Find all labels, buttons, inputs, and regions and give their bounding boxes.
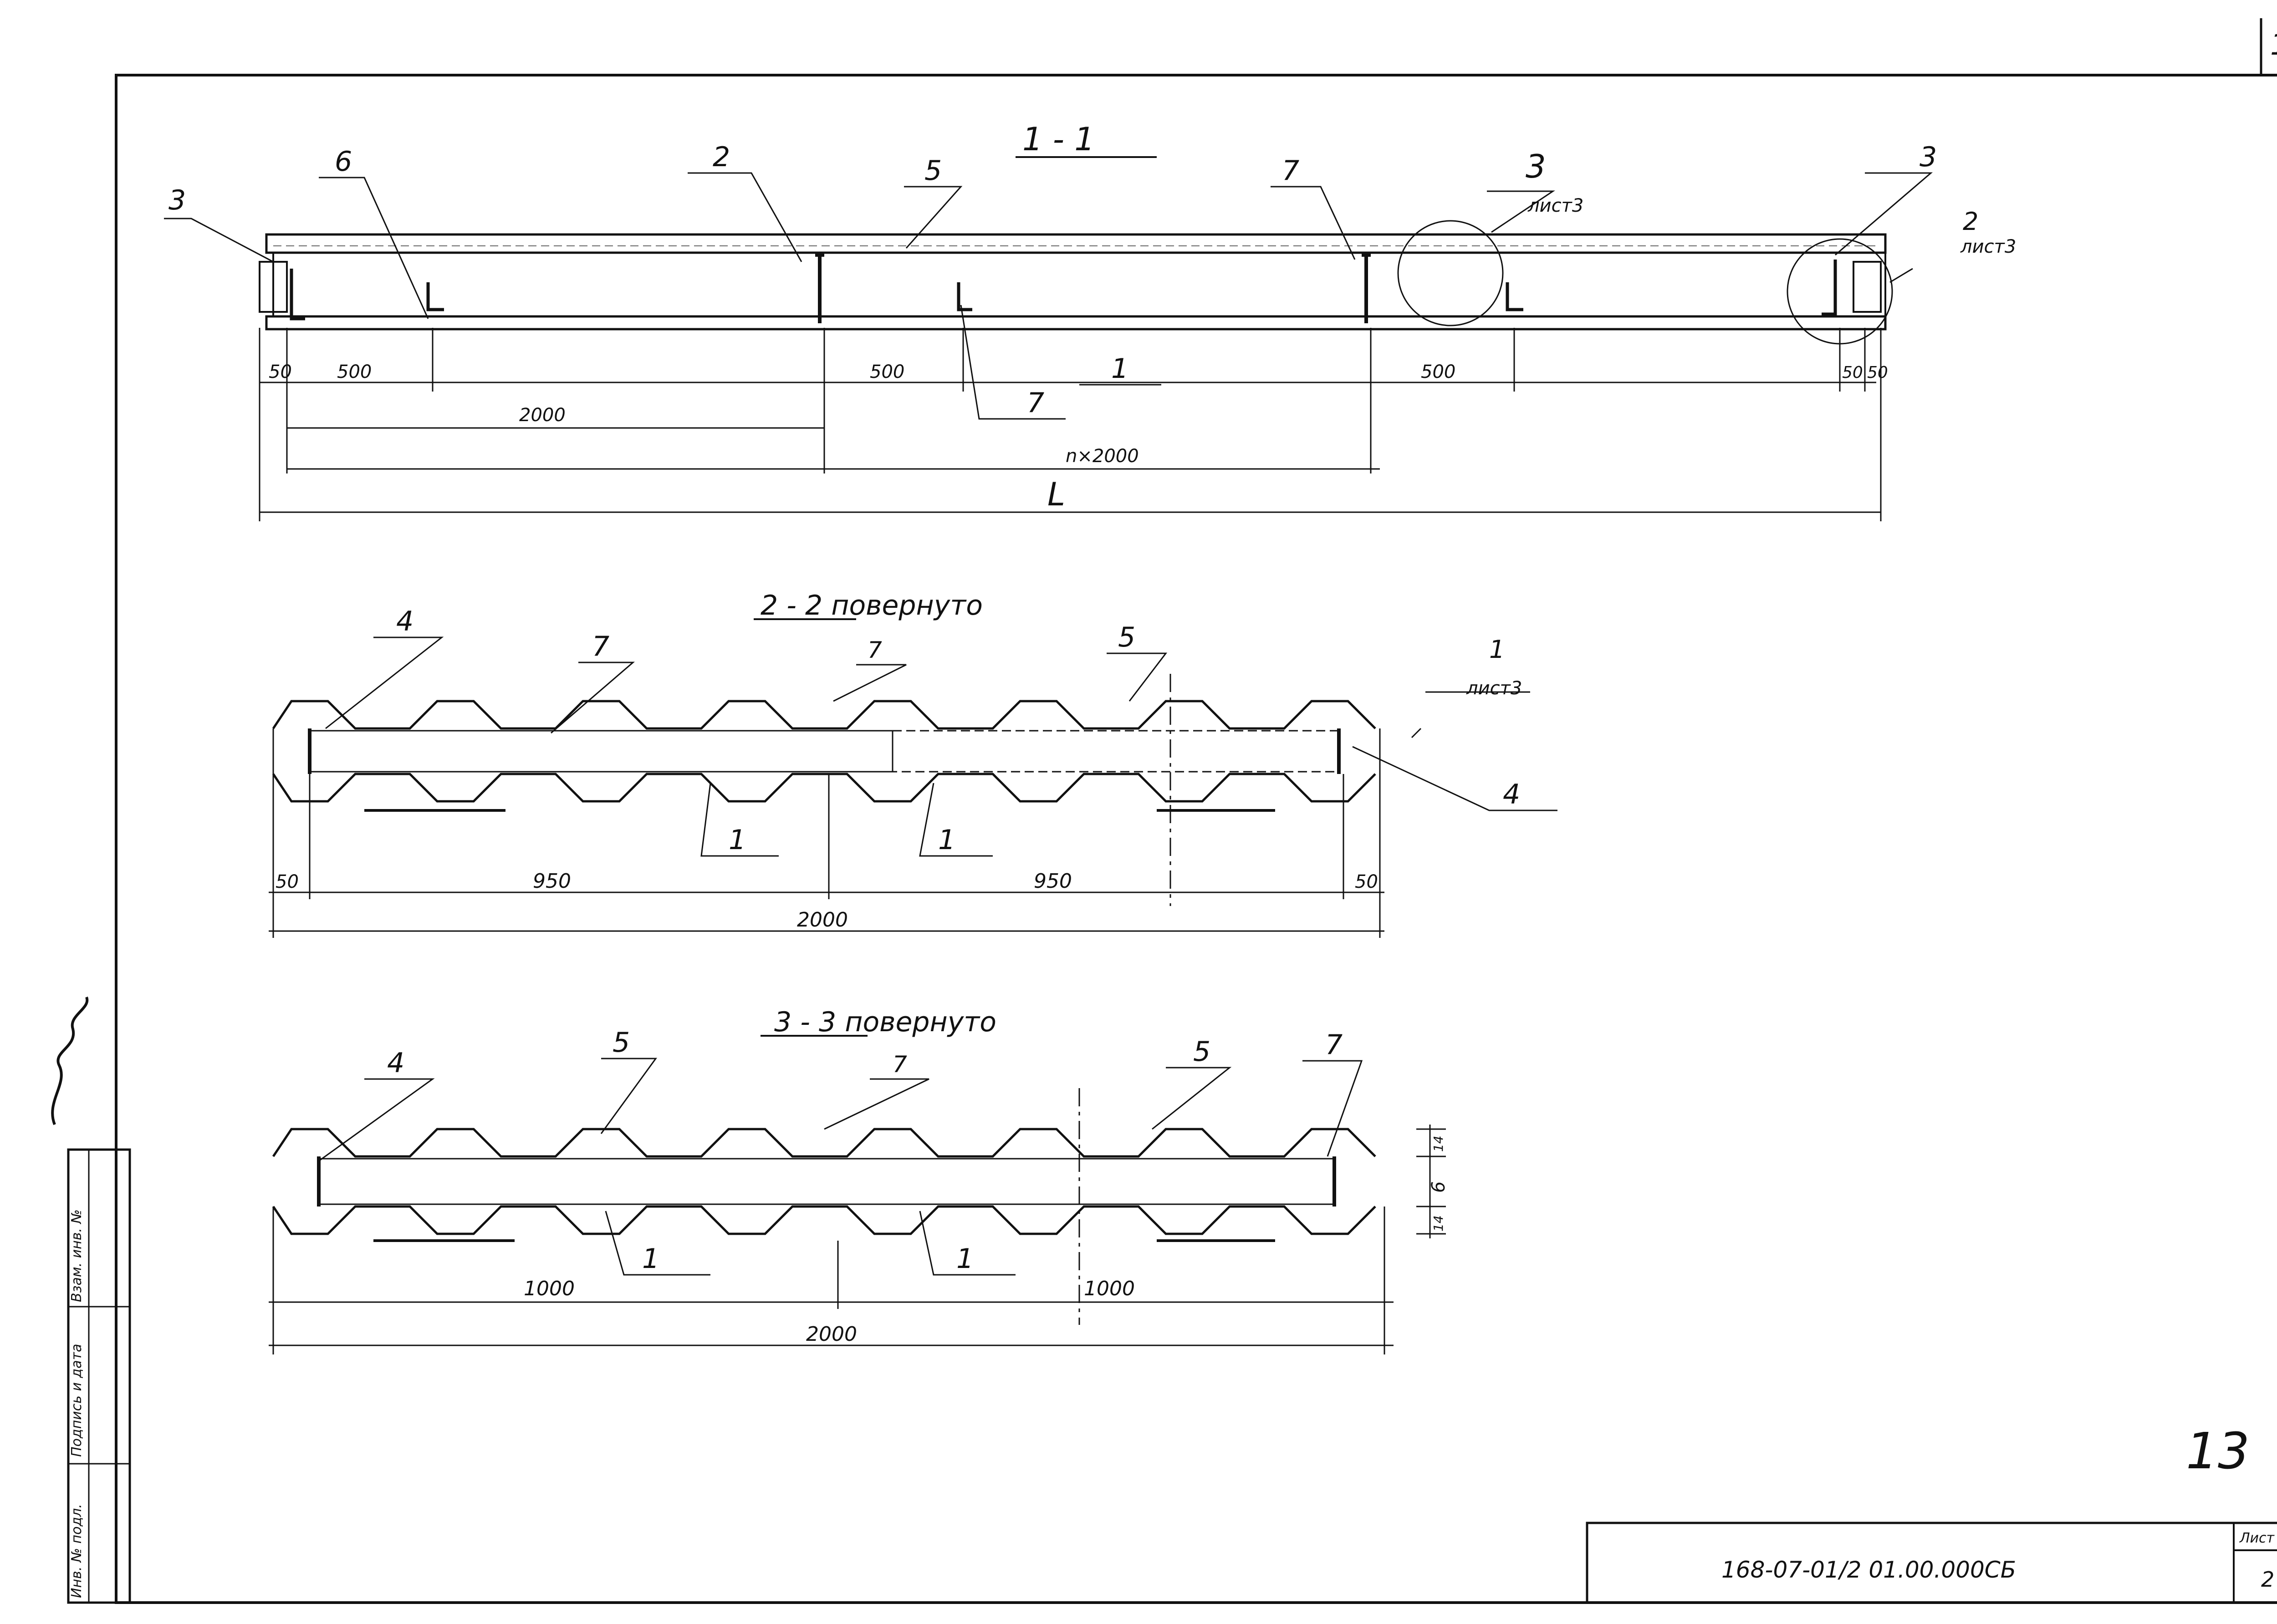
- s2-dim-50-right: 50: [1355, 871, 1378, 892]
- s3-dim-thickness: 6: [1428, 1181, 1449, 1193]
- s3-dim-14-top: 14: [1431, 1135, 1446, 1152]
- s1-callout-i: 1: [1111, 353, 1128, 385]
- s2-dim-950-b: 950: [1034, 870, 1072, 893]
- s2-callout-h: 1: [1489, 635, 1505, 664]
- s3-dim-1000-a: 1000: [524, 1277, 575, 1300]
- s3-callout-f: 1: [642, 1243, 659, 1275]
- sheet-frame: [67, 18, 2277, 1604]
- s3-dim-1000-b: 1000: [1084, 1277, 1135, 1300]
- s2-callout-d: 5: [1118, 621, 1135, 653]
- s1-detail-ref-3: лист3: [1527, 195, 1583, 216]
- s1-dim-50-left: 50: [269, 361, 292, 382]
- stamp-cell-signature-date: Подпись и дата: [69, 1344, 85, 1457]
- s2-callout-a: 4: [396, 606, 414, 637]
- s1-callout-g: 3: [1920, 141, 1937, 173]
- s2-detail-ref: лист3: [1466, 678, 1522, 699]
- s3-callout-d: 5: [1193, 1036, 1210, 1068]
- s3-dim-2000: 2000: [806, 1323, 857, 1346]
- handwritten-number: 13: [2186, 1422, 2250, 1480]
- s1-callout-e: 7: [1282, 155, 1299, 187]
- s3-callout-g: 1: [956, 1243, 974, 1275]
- s2-dim-950-a: 950: [533, 870, 571, 893]
- s1-callout-a: 3: [168, 184, 186, 216]
- stamp-cell-replacement: Взам. инв. №: [69, 1209, 85, 1302]
- section-2-title: 2 - 2 повернуто: [761, 590, 983, 621]
- section-3-3: 3 - 3 повернуто 4 5 7 5 7 1 1: [269, 1006, 1449, 1354]
- s3-callout-c: 7: [893, 1051, 907, 1078]
- s2-callout-e: 1: [729, 824, 746, 856]
- s2-callout-f: 4: [1503, 779, 1520, 810]
- s3-callout-e: 7: [1325, 1029, 1343, 1061]
- stamp-cell-inv-podl: Инв. № подл.: [69, 1504, 85, 1598]
- s1-dim-50-right-a: 50: [1842, 363, 1863, 382]
- corner-sheet-number: 12: [2270, 28, 2277, 62]
- s2-callout-b: 7: [592, 631, 609, 662]
- s2-dim-2000: 2000: [797, 908, 848, 932]
- document-code: 168-07-01/2 01.00.000СБ: [1721, 1557, 2016, 1583]
- s2-callout-g: 1: [938, 824, 955, 856]
- s1-callout-h: 7: [1027, 387, 1044, 419]
- s2-callout-c: 7: [868, 637, 882, 663]
- section-1-1: 1 - 1 3 6 2 5 7 3 лист3 3 2: [164, 121, 2016, 521]
- s1-dim-500-b: 500: [870, 361, 904, 382]
- s1-dim-500-c: 500: [1421, 361, 1455, 382]
- s1-callout-b: 6: [335, 146, 352, 178]
- s1-detail-ref-2: лист3: [1960, 236, 2016, 257]
- s3-dim-14-bottom: 14: [1431, 1215, 1446, 1232]
- s1-callout-two-right: 2: [1963, 207, 1978, 236]
- s1-dim-n2000: n×2000: [1066, 446, 1139, 467]
- s1-dim-L: L: [1047, 476, 1065, 513]
- s2-dim-50-left: 50: [276, 871, 299, 892]
- signature: [51, 996, 89, 1125]
- s1-dim-2000: 2000: [519, 405, 566, 426]
- s3-callout-b: 5: [613, 1027, 630, 1059]
- s1-callout-f: 3: [1526, 148, 1546, 185]
- section-3-title: 3 - 3 повернуто: [774, 1006, 996, 1038]
- s1-dim-50-right-b: 50: [1867, 363, 1888, 382]
- sheet-number: 2: [2261, 1567, 2274, 1592]
- s1-dim-500-a: 500: [337, 361, 372, 382]
- s1-callout-d: 5: [924, 155, 942, 187]
- s1-callout-c: 2: [713, 141, 730, 173]
- section-1-title: 1 - 1: [1022, 121, 1095, 158]
- s3-callout-a: 4: [387, 1047, 404, 1079]
- section-2-2: 2 - 2 повернуто 4 7 7 5 1 4 1 1 лист3: [269, 590, 1557, 938]
- sheet-label: Лист: [2239, 1530, 2275, 1546]
